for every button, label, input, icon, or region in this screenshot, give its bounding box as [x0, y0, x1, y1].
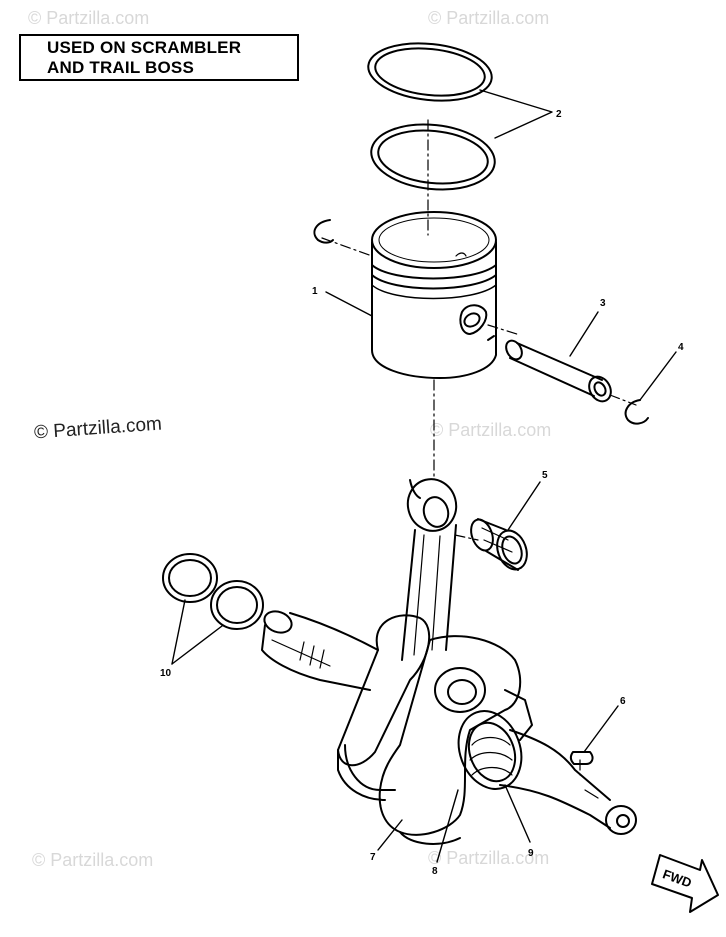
piston-rings: [367, 42, 496, 191]
callout-9: 9: [528, 848, 534, 859]
fwd-arrow: FWD: [651, 854, 719, 913]
callout-labels: 2 1 3 4 5 6 7 8 9 10: [160, 109, 684, 877]
callout-3: 3: [600, 298, 606, 309]
callout-6: 6: [620, 696, 626, 707]
wrist-pin: [505, 339, 612, 403]
shims: [162, 553, 264, 630]
watermark: © Partzilla.com: [428, 8, 550, 28]
title-line-1: USED ON SCRAMBLER: [47, 38, 242, 57]
callout-8: 8: [432, 866, 438, 877]
watermark: © Partzilla.com: [28, 8, 150, 28]
watermark: © Partzilla.com: [32, 850, 154, 870]
crankshaft: [261, 610, 637, 845]
circlip-right: [624, 399, 649, 425]
callout-7: 7: [370, 852, 376, 863]
watermark: © Partzilla.com: [428, 848, 550, 868]
callout-1: 1: [312, 286, 318, 297]
callout-2: 2: [556, 109, 562, 120]
callout-10: 10: [160, 668, 172, 679]
connecting-rod: [401, 478, 458, 661]
woodruff-key: [569, 751, 594, 765]
title-box: USED ON SCRAMBLER AND TRAIL BOSS: [19, 34, 299, 81]
callout-5: 5: [542, 470, 548, 481]
callout-4: 4: [678, 342, 684, 353]
title-line-2: AND TRAIL BOSS: [47, 58, 194, 77]
watermark: © Partzilla.com: [430, 420, 552, 440]
needle-bearing: [470, 518, 528, 571]
leader-lines: [171, 89, 677, 863]
circlip-left: [313, 219, 334, 244]
piston: [371, 211, 497, 379]
